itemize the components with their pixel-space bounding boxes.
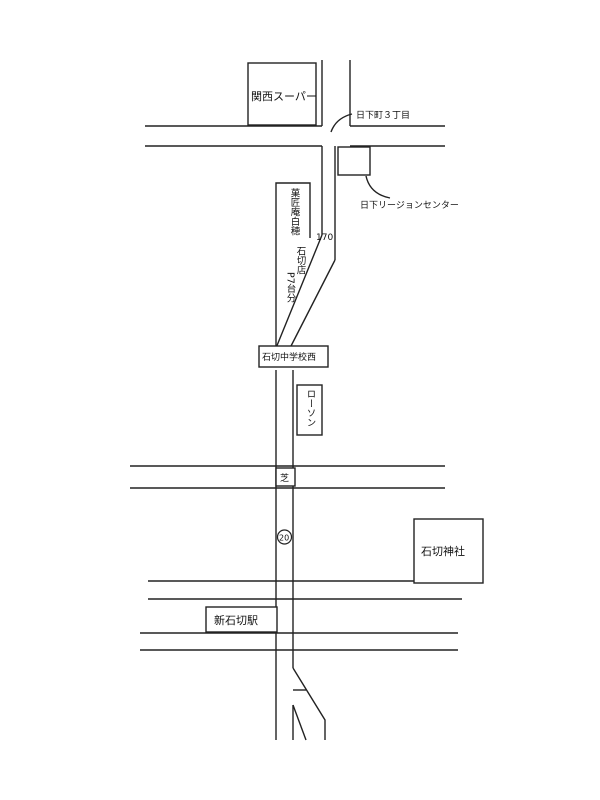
- parking-label: P7台分: [285, 272, 297, 304]
- kusaka-3chome-leader: [330, 113, 353, 133]
- ishikiri-chugakko-nishi-label: 石切中学校西: [262, 351, 316, 363]
- shop-name-label: 菓匠庵白穂: [289, 187, 301, 236]
- kansai-super-box: [247, 62, 317, 126]
- kusaka-3chome-label: 日下町３丁目: [356, 110, 410, 121]
- region-center-leader: [365, 175, 391, 199]
- region-center-label: 日下リージョンセンター: [360, 200, 459, 211]
- route-20-marker: [276, 529, 293, 545]
- shiba-box: [275, 467, 296, 487]
- road-170-west-diag: [275, 234, 323, 349]
- region-center-box: [337, 146, 371, 176]
- shin-ishikiri-station-box: [205, 606, 278, 633]
- road-170-east-diag: [289, 259, 336, 349]
- route-170-label: 170: [316, 233, 333, 243]
- road-fork-outer: [292, 667, 326, 740]
- kansai-super-label: 関西スーパー: [251, 90, 317, 103]
- ishikiri-jinja-label: 石切神社: [421, 544, 465, 558]
- lawson-label: ローソン: [305, 389, 316, 427]
- shop-branch-label: 石切店: [295, 246, 307, 275]
- lawson-box: [296, 384, 323, 436]
- route-20-label: 20: [279, 534, 289, 543]
- shin-ishikiri-station-label: 新石切駅: [214, 613, 258, 627]
- ishikiri-chugakko-nishi-box: [258, 345, 329, 368]
- road-fork-inner: [292, 704, 307, 741]
- shiba-label: 芝: [280, 472, 289, 484]
- shop-block-outline: [275, 182, 311, 348]
- ishikiri-jinja-box: [413, 518, 484, 584]
